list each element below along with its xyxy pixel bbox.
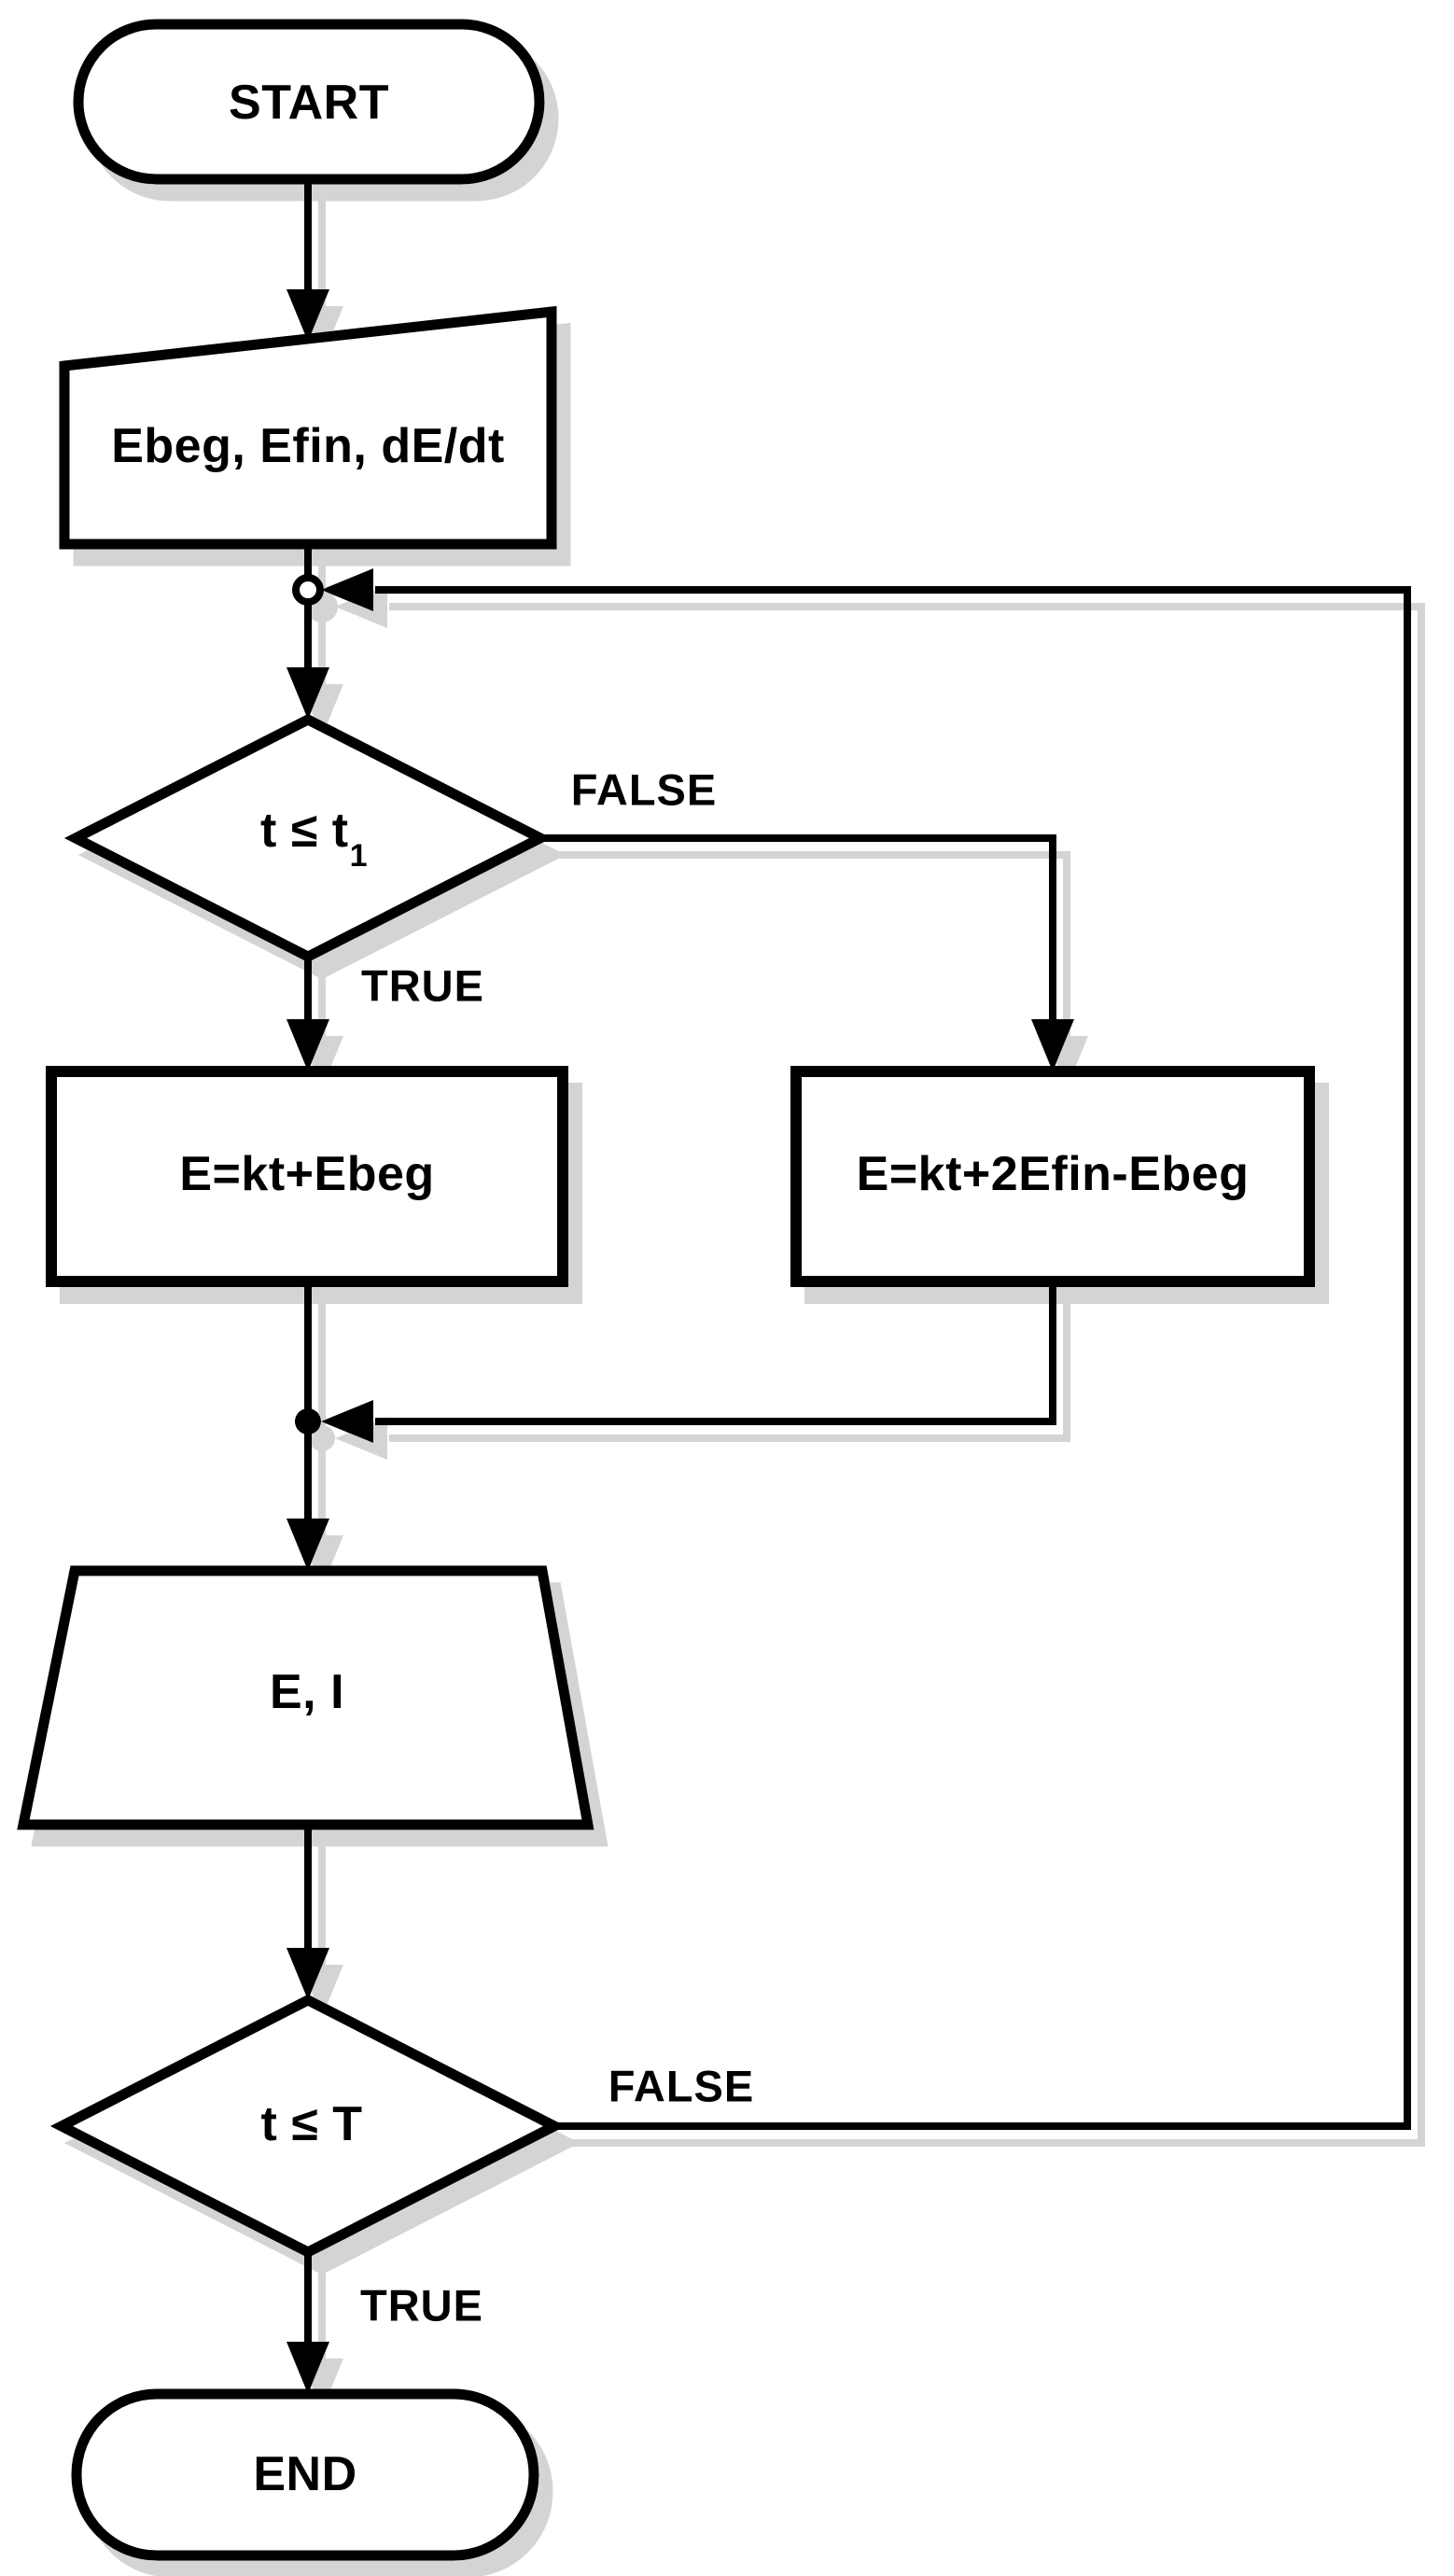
arrowhead-into-process-true [287,1019,329,1071]
output-trapezoid-shape [17,1565,594,1830]
output-label: E, I [269,1665,345,1719]
arrowhead-into-merge-dot [321,1400,373,1443]
decision1-label: t ≤ t1 [260,803,367,872]
process-true-shape [46,1066,568,1287]
connector-decision2-false-loop [375,586,1411,2130]
decision1-diamond-shape [63,713,552,963]
decision2-true-label: TRUE [360,2280,483,2331]
input-label: Ebeg, Efin, dE/dt [111,419,505,473]
decision1-false-label: FALSE [570,764,718,815]
arrowhead-into-process-false [1031,1019,1074,1071]
process-false-label: E=kt+2Efin-Ebeg [856,1147,1250,1201]
start-label: START [229,76,389,130]
decision2-false-label: FALSE [608,2061,755,2111]
end-label: END [253,2447,357,2501]
decision1-label-text: t ≤ t [260,803,349,858]
arrowhead-into-end [287,2342,329,2394]
process-false-shape [790,1066,1315,1287]
arrowhead-into-output [287,1519,329,1571]
start-terminator-shape [73,19,545,185]
merge-dot [295,1408,321,1435]
loop-junction-circle [292,574,324,606]
end-terminator-shape [71,2388,539,2561]
decision2-label: t ≤ T [260,2097,363,2151]
arrowhead-into-input [287,289,329,342]
connector-process-false-to-merge [375,1280,1056,1425]
arrowhead-into-decision1 [287,667,329,720]
process-true-label: E=kt+Ebeg [179,1147,435,1201]
arrowhead-into-decision2 [287,1948,329,2000]
decision1-label-subscript: 1 [349,838,368,875]
decision2-diamond-shape [49,1994,566,2259]
arrowhead-into-junction [321,568,373,611]
decision1-true-label: TRUE [361,960,484,1011]
input-shape [59,305,557,550]
connector-decision1-false [538,834,1056,1021]
